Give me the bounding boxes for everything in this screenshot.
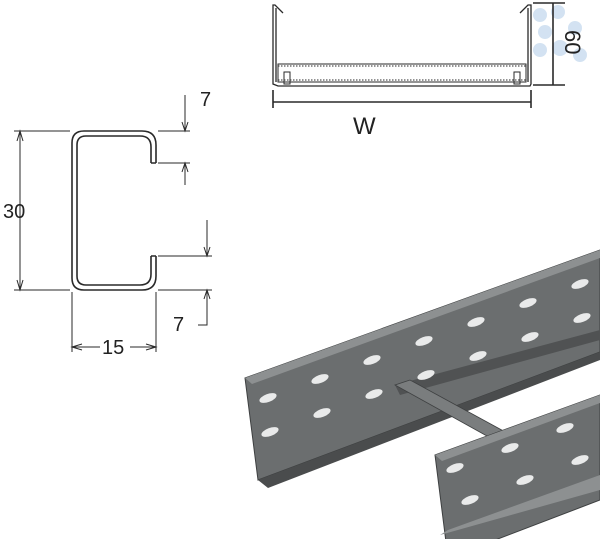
rail-slot bbox=[259, 393, 277, 403]
rail-slot bbox=[365, 389, 383, 399]
rail-slot bbox=[313, 408, 331, 418]
rail-slot bbox=[415, 336, 433, 346]
rail-slot bbox=[556, 423, 574, 433]
rail-slot bbox=[521, 332, 539, 342]
rail-slot bbox=[469, 351, 487, 361]
height-30-label: 30 bbox=[3, 201, 25, 223]
cable-ladder-3d bbox=[244, 249, 600, 539]
lip-bottom-7-label: 7 bbox=[173, 314, 184, 336]
width-w-label: W bbox=[353, 113, 376, 140]
rail-slot bbox=[446, 463, 464, 473]
rail-slot bbox=[363, 355, 381, 365]
ladder-end-view bbox=[272, 2, 565, 108]
lip-top-7-label: 7 bbox=[200, 89, 211, 111]
height-60-label: 60 bbox=[560, 30, 585, 54]
paw-watermark-icon bbox=[533, 5, 587, 62]
rail-slot bbox=[519, 298, 537, 308]
rail-slot bbox=[571, 279, 589, 289]
c-profile-cross-section bbox=[14, 95, 212, 352]
rail-slot bbox=[573, 313, 591, 323]
rail-slot bbox=[467, 317, 485, 327]
rail-slot bbox=[311, 374, 329, 384]
rail-slot bbox=[261, 427, 279, 437]
rail-slot bbox=[501, 443, 519, 453]
rail-slots bbox=[259, 279, 591, 505]
rail-slot bbox=[461, 495, 479, 505]
width-15-label: 15 bbox=[102, 337, 124, 359]
rail-slot bbox=[417, 370, 435, 380]
rail-slot bbox=[516, 475, 534, 485]
rail-slot bbox=[571, 455, 589, 465]
